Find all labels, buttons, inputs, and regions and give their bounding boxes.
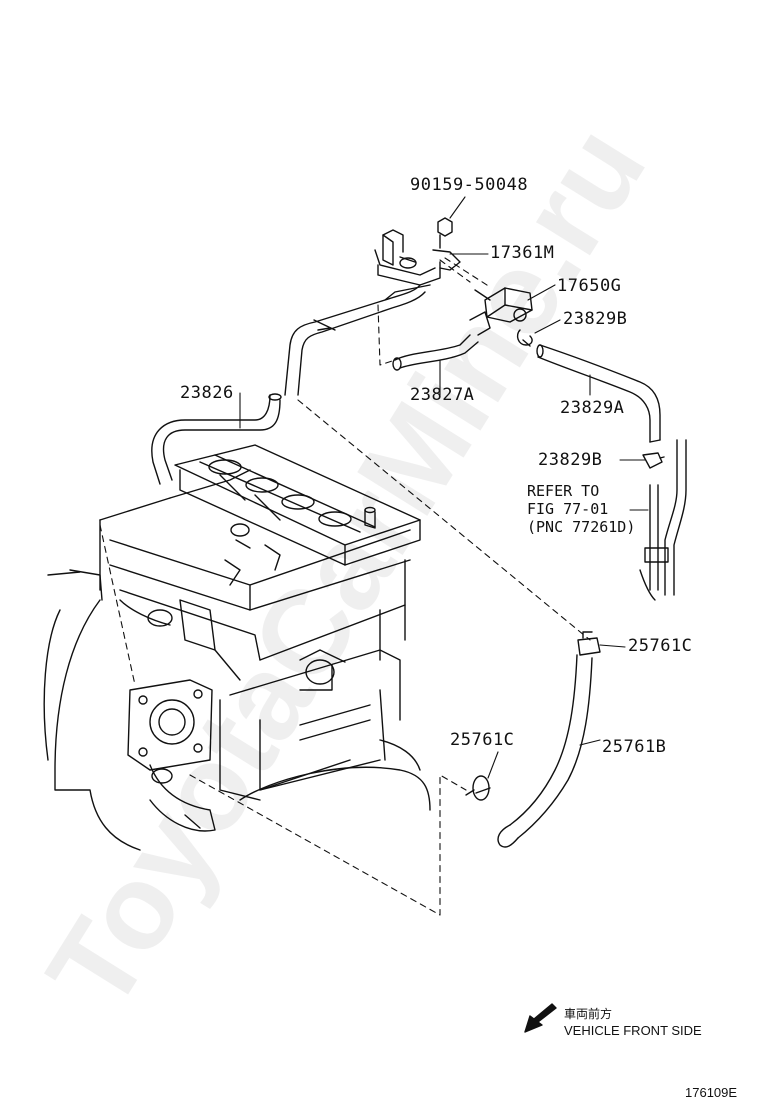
bracket-17361m [374, 229, 461, 286]
reference-pipes [639, 439, 687, 601]
refer-note-line-3: (PNC 77261D) [527, 518, 636, 536]
front-arrow-icon [524, 1003, 557, 1033]
hose-23829a [536, 344, 661, 443]
figure-id: 176109E [685, 1085, 738, 1100]
engine-assembly [43, 444, 431, 851]
hose-23827a [392, 334, 479, 371]
bolt-90159 [437, 217, 453, 249]
label-bolt: 90159-50048 [410, 175, 529, 195]
label-clamp-right: 25761C [628, 636, 693, 656]
clip-23829b-top [516, 329, 533, 347]
leader-lines [239, 196, 649, 779]
hose-23826 [151, 393, 282, 485]
refer-note-line-2: FIG 77-01 [527, 500, 609, 518]
vacuum-pipe [284, 284, 431, 396]
label-hose-left: 23826 [180, 383, 234, 403]
label-valve: 17650G [557, 276, 622, 296]
label-bracket: 17361M [490, 243, 555, 263]
label-hose-lower: 25761B [602, 737, 667, 757]
clamp-25761c-left [465, 775, 491, 801]
front-label-jp: 車両前方 [564, 1007, 613, 1021]
label-hose-short: 23827A [410, 385, 475, 405]
refer-note-line-1: REFER TO [527, 482, 600, 500]
dashed-guides [99, 257, 591, 916]
front-label-en: VEHICLE FRONT SIDE [564, 1023, 702, 1038]
clamp-25761c-right [577, 631, 601, 656]
clip-23829b-mid [642, 452, 665, 469]
label-clip-mid: 23829B [538, 450, 603, 470]
hose-25761b [497, 654, 593, 848]
label-clip-top: 23829B [563, 309, 628, 329]
label-hose-long: 23829A [560, 398, 625, 418]
valve-17650g [469, 287, 533, 336]
label-clamp-left: 25761C [450, 730, 515, 750]
